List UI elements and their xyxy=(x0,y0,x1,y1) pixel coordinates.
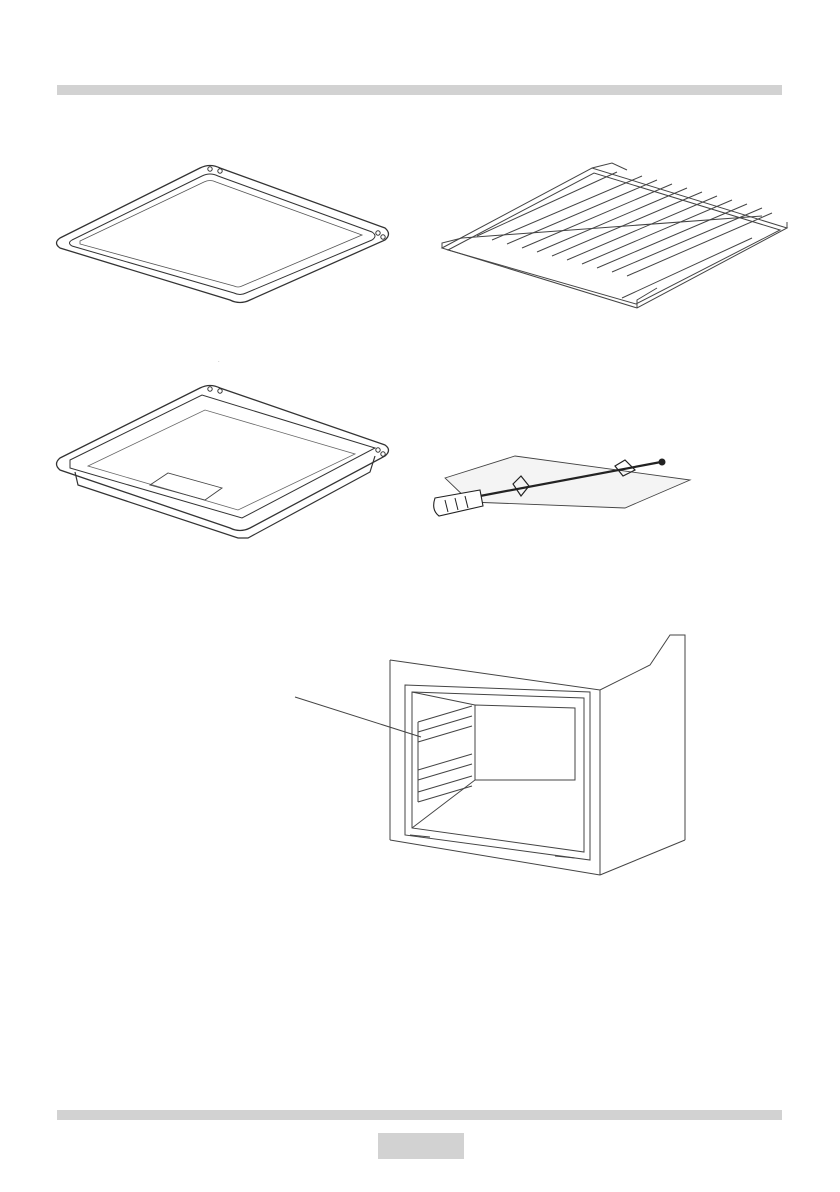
wire-grill-rack-illustration xyxy=(432,158,794,318)
oven-cavity-side-racks-illustration xyxy=(290,630,690,885)
rotisserie-spit-illustration xyxy=(425,450,695,528)
flat-baking-tray-illustration xyxy=(50,158,400,308)
header-rule xyxy=(57,85,782,95)
page-number-tab xyxy=(378,1133,464,1159)
deep-baking-pan-illustration: . xyxy=(50,380,400,545)
footer-rule xyxy=(57,1110,782,1120)
svg-text:.: . xyxy=(218,358,220,364)
